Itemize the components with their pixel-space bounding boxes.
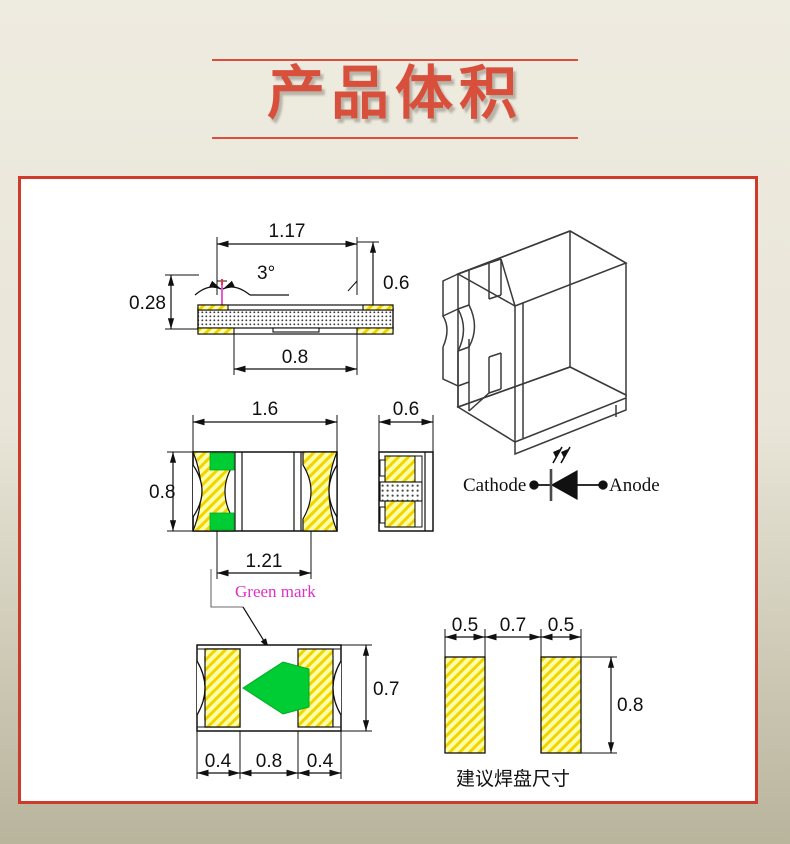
- cathode-label: Cathode: [463, 475, 526, 496]
- green-mark-leader-vertical: [210, 569, 243, 608]
- led-polarity-diagram: Cathode Anode: [463, 446, 660, 501]
- solder-pad-left: [444, 656, 486, 754]
- bottom-plan-view: Green mark: [196, 569, 399, 779]
- end-elevation-view: 0.6: [378, 399, 434, 532]
- dim-side-top-width: 1.17: [269, 221, 306, 242]
- dim-draft-angle: 3°: [257, 263, 275, 284]
- dim-bottom-height: 0.7: [373, 679, 399, 700]
- page-title: 产品体积: [266, 59, 523, 127]
- green-mark-top: [209, 452, 235, 471]
- isometric-package-view: [442, 230, 628, 456]
- dim-pad-left-width: 0.5: [452, 615, 478, 636]
- anode-label: Anode: [609, 475, 660, 496]
- dim-side-height-right: 0.6: [383, 273, 409, 294]
- green-mark-polygon: [242, 661, 310, 715]
- technical-drawing-canvas: 1.17 0.6 0.28: [21, 179, 755, 801]
- dim-side-bottom-gap: 0.8: [282, 347, 308, 368]
- dim-top-width: 0.8: [149, 482, 175, 503]
- title-block: 产品体积: [0, 0, 790, 175]
- dim-bottom-pad-right: 0.4: [307, 751, 334, 772]
- dim-top-length: 1.6: [252, 399, 278, 420]
- dim-end-width: 0.6: [393, 399, 419, 420]
- dim-pad-right-width: 0.5: [548, 615, 574, 636]
- top-plan-view: 1.6 0.8: [149, 399, 338, 579]
- recommended-pad-layout: 0.5 0.7 0.5 0.8 建议焊盘尺寸: [444, 615, 643, 790]
- diode-triangle: [550, 469, 578, 501]
- dim-bottom-pad-left: 0.4: [205, 751, 232, 772]
- green-mark-annotation: Green mark: [235, 582, 316, 601]
- title-rule-bottom: [212, 137, 578, 139]
- dim-bottom-gap: 0.8: [256, 751, 282, 772]
- dim-pad-height: 0.8: [617, 695, 643, 716]
- title-rule-top: [212, 59, 578, 61]
- green-mark-bottom: [209, 512, 235, 531]
- dim-pad-gap: 0.7: [500, 615, 526, 636]
- drawing-sheet: 1.17 0.6 0.28: [18, 176, 758, 804]
- pad-layout-caption: 建议焊盘尺寸: [456, 768, 570, 790]
- dim-side-height-left: 0.28: [129, 293, 166, 314]
- solder-pad-right: [540, 656, 582, 754]
- side-cross-section-view: 1.17 0.6 0.28: [129, 221, 409, 375]
- green-mark-leader-arrow: [242, 606, 270, 650]
- dim-top-inner-length: 1.21: [246, 551, 283, 572]
